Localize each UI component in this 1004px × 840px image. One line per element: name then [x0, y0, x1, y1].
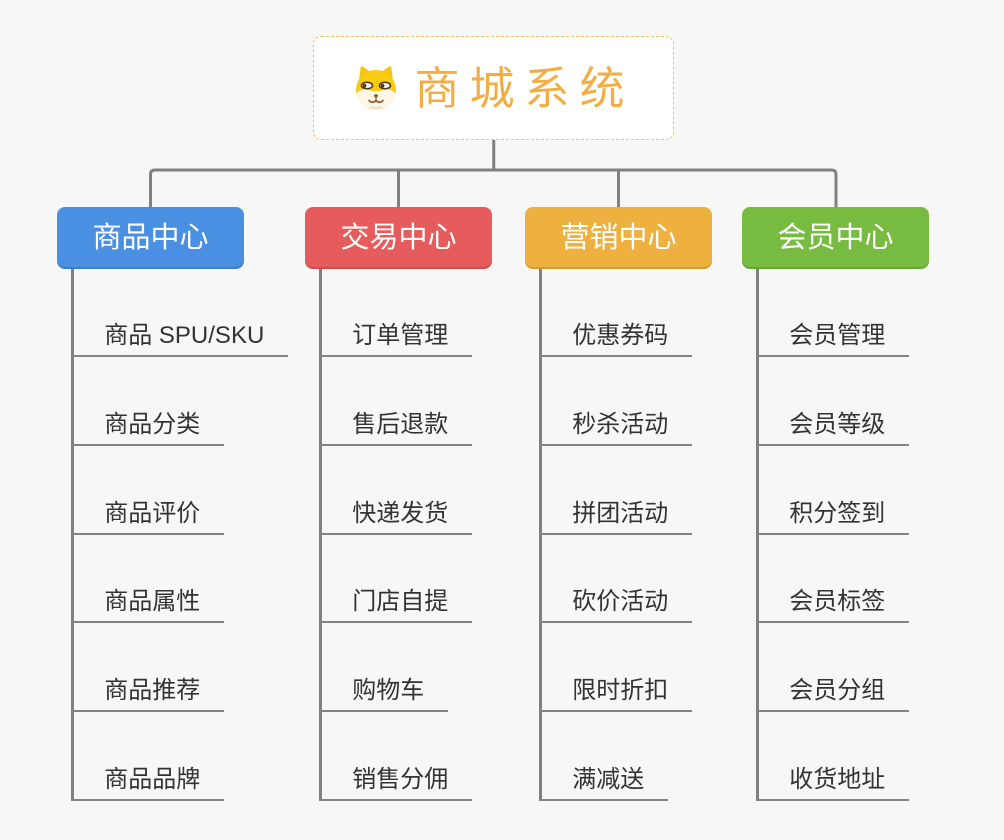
- root-node[interactable]: 商城系统: [313, 36, 674, 140]
- branch-item[interactable]: 会员管理: [756, 317, 910, 357]
- root-to-bus-connector: [149, 140, 838, 207]
- branch-item[interactable]: 快递发货: [319, 495, 473, 535]
- root-title: 商城系统: [414, 62, 635, 114]
- branch-item[interactable]: 收货地址: [756, 761, 910, 801]
- branch-item[interactable]: 秒杀活动: [539, 406, 693, 446]
- branch-header-3[interactable]: 会员中心: [742, 207, 929, 269]
- branch-item[interactable]: 拼团活动: [539, 495, 693, 535]
- branch-header-2[interactable]: 营销中心: [525, 207, 712, 269]
- dog-face-icon: [356, 66, 397, 110]
- branch-item[interactable]: 砍价活动: [539, 583, 693, 624]
- branch-item[interactable]: 商品分类: [71, 406, 225, 446]
- branch-header-0[interactable]: 商品中心: [57, 207, 244, 269]
- branch-item[interactable]: 商品 SPU/SKU: [71, 317, 289, 357]
- branch-item[interactable]: 销售分佣: [319, 761, 473, 801]
- branch-header-1[interactable]: 交易中心: [305, 207, 492, 269]
- branch-item[interactable]: 优惠券码: [539, 317, 693, 357]
- branch-item[interactable]: 会员分组: [756, 672, 910, 713]
- branch-item[interactable]: 积分签到: [756, 495, 910, 535]
- branch-item[interactable]: 限时折扣: [539, 672, 693, 713]
- branch-item[interactable]: 商品推荐: [71, 672, 225, 713]
- branch-item[interactable]: 订单管理: [319, 317, 473, 357]
- branch-item[interactable]: 商品评价: [71, 495, 225, 535]
- branch-item[interactable]: 满减送: [539, 761, 669, 801]
- branch-item[interactable]: 门店自提: [319, 583, 473, 624]
- branch-item[interactable]: 会员等级: [756, 406, 910, 446]
- branch-item[interactable]: 商品属性: [71, 583, 225, 624]
- branch-item[interactable]: 商品品牌: [71, 761, 225, 801]
- branch-item[interactable]: 会员标签: [756, 583, 910, 624]
- branch-item[interactable]: 购物车: [319, 672, 449, 713]
- branch-item[interactable]: 售后退款: [319, 406, 473, 446]
